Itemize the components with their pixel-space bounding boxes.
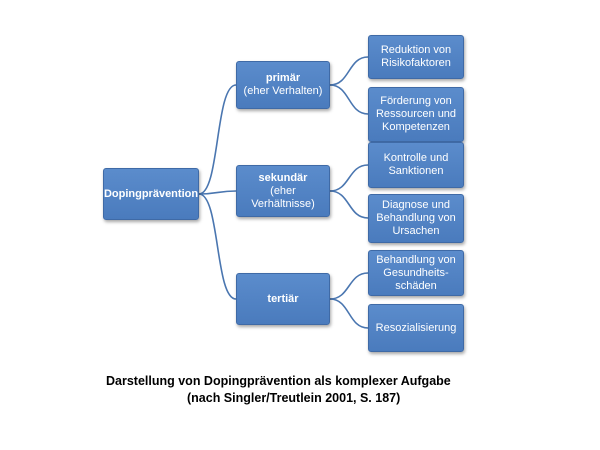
- leaf-foerderung-ressourcen: Förderung von Ressourcen und Kompetenzen: [368, 87, 464, 142]
- connector-sekundaer-2: [329, 190, 369, 219]
- leaf-line: Resozialisierung: [375, 321, 457, 334]
- leaf-behandlung-gesundheitsschaeden: Behandlung von Gesundheits- schäden: [368, 250, 464, 296]
- connector-primaer-1: [329, 56, 369, 86]
- node-dopingpraevention: Dopingprävention: [103, 168, 199, 220]
- connector-tertiaer-2: [329, 298, 369, 329]
- leaf-line: Kompetenzen: [382, 121, 450, 133]
- leaf-resozialisierung: Resozialisierung: [368, 304, 464, 352]
- leaf-line: Behandlung von: [376, 212, 456, 224]
- leaf-line: schäden: [395, 279, 437, 292]
- leaf-diagnose-behandlung: Diagnose und Behandlung von Ursachen: [368, 194, 464, 243]
- leaf-line: Behandlung von: [376, 253, 456, 266]
- connector-root-primaer: [198, 84, 237, 195]
- connector-root-sekundaer: [198, 190, 237, 195]
- node-label: Dopingprävention: [103, 187, 199, 200]
- node-label: sekundär: [258, 171, 308, 184]
- leaf-reduktion-risikofaktoren: Reduktion von Risikofaktoren: [368, 35, 464, 79]
- connector-root-tertiaer: [198, 193, 237, 300]
- node-label: primär: [265, 72, 301, 84]
- leaf-kontrolle-sanktionen: Kontrolle und Sanktionen: [368, 142, 464, 188]
- leaf-line: Reduktion von: [380, 44, 452, 56]
- caption-title: Darstellung von Dopingprävention als kom…: [106, 374, 451, 388]
- caption-source: (nach Singler/Treutlein 2001, S. 187): [187, 391, 401, 405]
- connector-tertiaer-1: [329, 272, 369, 300]
- leaf-line: Kontrolle und: [383, 152, 449, 164]
- node-label: tertiär: [267, 292, 299, 305]
- leaf-line: Ursachen: [392, 225, 440, 237]
- node-sublabel: (eher Verhältnisse): [251, 184, 315, 210]
- node-primaer: primär (eher Verhalten): [236, 61, 330, 109]
- leaf-line: Ressourcen und: [375, 108, 457, 120]
- leaf-line: Sanktionen: [388, 165, 444, 177]
- node-sekundaer: sekundär (eher Verhältnisse): [236, 165, 330, 217]
- connector-sekundaer-1: [329, 164, 369, 192]
- node-sublabel: (eher Verhalten): [243, 85, 323, 97]
- leaf-line: Förderung von: [380, 95, 452, 107]
- leaf-line: Gesundheits-: [383, 266, 449, 279]
- leaf-line: Risikofaktoren: [381, 57, 451, 69]
- connector-primaer-2: [329, 84, 369, 115]
- leaf-line: Diagnose und: [382, 199, 450, 211]
- node-tertiaer: tertiär: [236, 273, 330, 325]
